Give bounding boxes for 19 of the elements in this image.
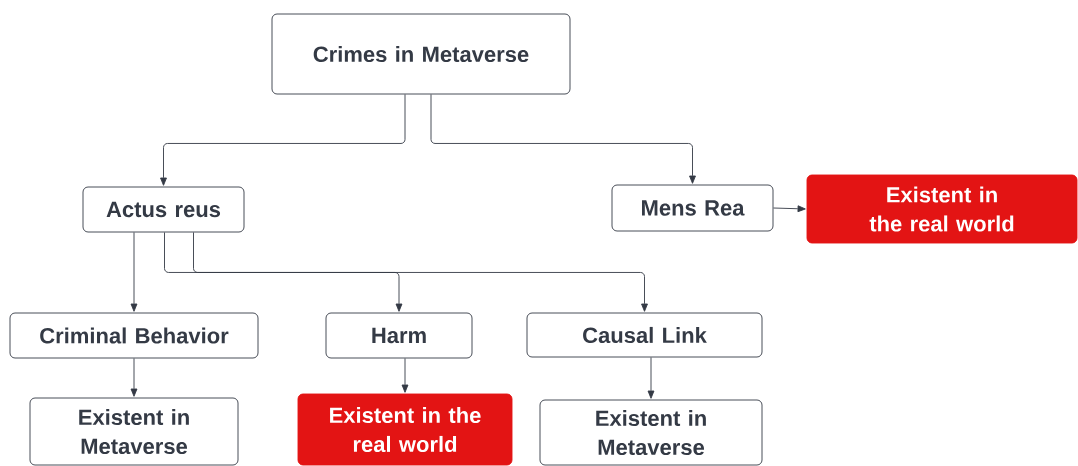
arrow xyxy=(130,358,138,397)
highlight-box: Existent in the real world xyxy=(297,393,513,466)
arrow xyxy=(647,357,655,399)
concept-box: Criminal Behavior xyxy=(9,312,259,359)
arrow xyxy=(430,94,696,184)
arrow xyxy=(193,232,648,312)
concept-box: Existent in Metaverse xyxy=(539,399,763,466)
concept-box: Crimes in Metaverse xyxy=(271,13,571,95)
arrow xyxy=(773,205,806,213)
concept-box: Harm xyxy=(325,312,473,359)
highlight-box: Existent in the real world xyxy=(806,174,1078,244)
arrow xyxy=(164,232,403,312)
arrow xyxy=(160,94,406,186)
concept-box: Causal Link xyxy=(526,312,763,358)
concept-box: Actus reus xyxy=(82,186,245,233)
concept-box: Mens Rea xyxy=(611,184,774,232)
concept-box: Existent in Metaverse xyxy=(29,397,239,466)
arrow xyxy=(130,232,138,312)
arrow xyxy=(401,358,409,393)
